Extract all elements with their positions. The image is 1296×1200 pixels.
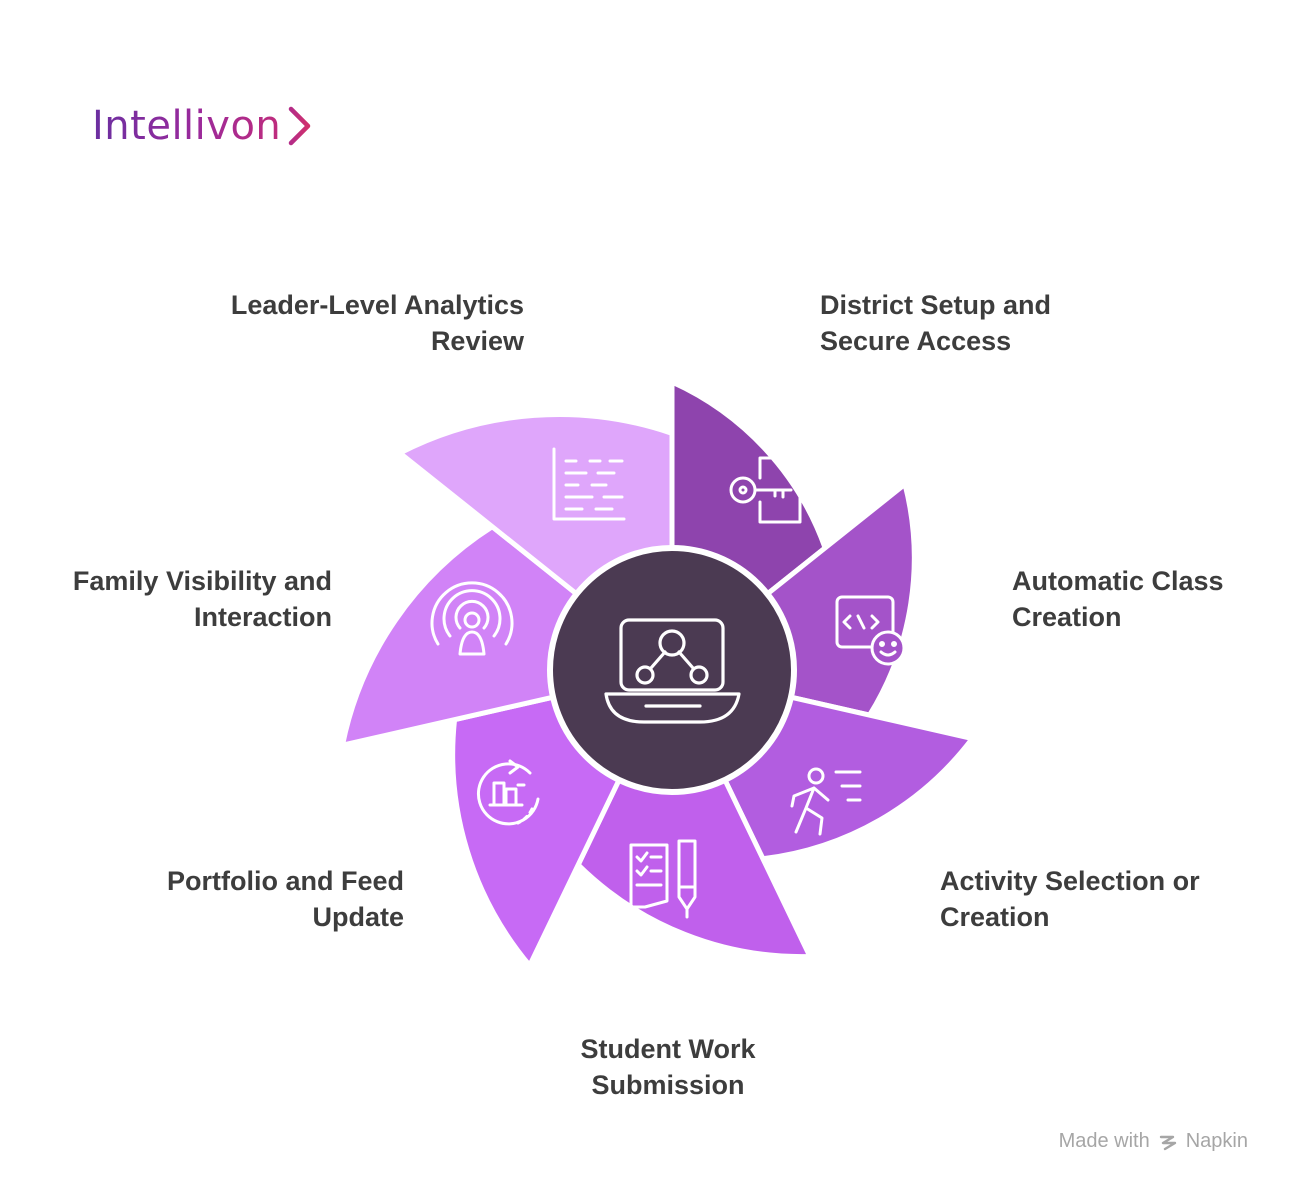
label-district-setup: District Setup and Secure Access: [820, 290, 1052, 356]
label-student-work: Student Work Submission: [580, 1034, 756, 1100]
label-activity-selection: Activity Selection or Creation: [940, 866, 1200, 932]
brand-name: Intellivon: [92, 103, 282, 149]
key-door-icon: [729, 456, 802, 524]
center-hub: [547, 545, 797, 795]
label-leader-analytics: Leader-Level Analytics Review: [230, 290, 524, 356]
brand-logo: Intellivon: [92, 96, 313, 156]
running-person-icon: [790, 767, 862, 836]
network-laptop-icon: [604, 618, 741, 724]
footer-credit: Made with Napkin: [1059, 1130, 1248, 1153]
label-portfolio-feed: Portfolio and Feed Update: [166, 866, 404, 932]
refresh-grid-icon: [476, 759, 540, 826]
list-lines-icon: [552, 447, 626, 521]
code-face-icon: [835, 595, 906, 666]
footer-brand: Napkin: [1185, 1130, 1248, 1152]
napkin-logo-icon: [1159, 1135, 1176, 1150]
label-automatic-class: Automatic Class Creation: [1012, 566, 1224, 632]
footer-prefix: Made with: [1058, 1130, 1150, 1152]
label-family-visibility: Family Visibility and Interaction: [72, 566, 332, 632]
chevron-right-icon: [289, 106, 311, 146]
checklist-pen-icon: [629, 839, 697, 919]
broadcast-person-icon: [430, 581, 514, 656]
